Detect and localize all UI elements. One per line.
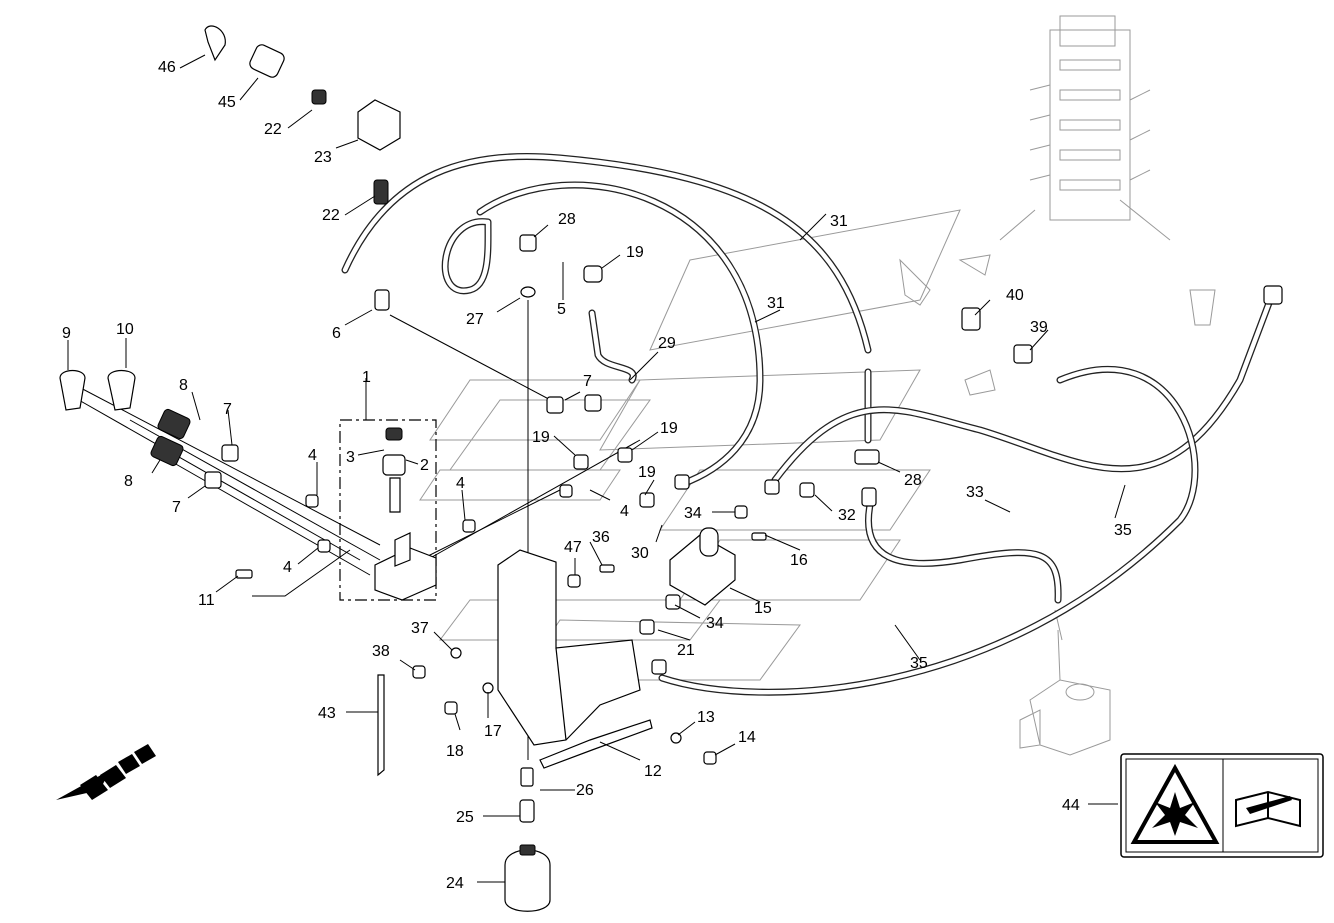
callout-label: 35 [910,655,928,672]
callout-label: 4 [283,559,292,576]
callout-label: 24 [446,875,464,892]
callout-label: 12 [644,763,662,780]
hoses [341,152,1276,696]
callout-label: 28 [558,211,576,228]
callout-label: 32 [838,507,856,524]
callout-label: 2 [420,457,429,474]
callout-label: 6 [332,325,341,342]
callout-label: 8 [179,377,188,394]
callout-label: 28 [904,472,922,489]
callout-label: 36 [592,529,610,546]
callout-label: 19 [626,244,644,261]
callout-label: 27 [466,311,484,328]
callout-label: 15 [754,600,772,617]
callout-label: 7 [223,401,232,418]
solenoid-valve-block [374,427,437,601]
callout-label: 5 [557,301,566,318]
callout-label: 7 [172,499,181,516]
callout-label: 45 [218,94,236,111]
callout-label: 19 [532,429,550,446]
callout-labels: 1 2 3 4 4 4 4 5 6 7 7 7 8 8 9 10 11 12 1… [62,59,1132,892]
callout-label: 31 [830,213,848,230]
callout-label: 4 [308,447,317,464]
callout-label: 4 [620,503,629,520]
callout-label: 16 [790,552,808,569]
callout-label: 18 [446,743,464,760]
control-valve-bank [899,15,1216,396]
callout-label: 34 [706,615,724,632]
callout-label: 26 [576,782,594,799]
callout-label: 38 [372,643,390,660]
callout-label: 29 [658,335,676,352]
rod [377,674,385,777]
callout-label: 34 [684,505,702,522]
callout-label: 13 [697,709,715,726]
callout-label: 10 [116,321,134,338]
warning-decal [1120,753,1324,858]
callout-label: 11 [198,592,215,609]
callout-label: 31 [767,295,785,312]
callout-label: 25 [456,809,474,826]
callout-label: 3 [346,449,355,466]
callout-label: 44 [1062,797,1080,814]
callout-label: 1 [362,369,371,386]
callout-label: 22 [322,207,340,224]
callout-label: 40 [1006,287,1024,304]
callout-label: 14 [738,729,756,746]
manual-book-icon [1235,790,1301,828]
forward-arrow-icon [56,744,156,800]
callout-label: 4 [456,475,465,492]
callout-label: 46 [158,59,176,76]
callout-label: 21 [677,642,695,659]
callout-label: 19 [638,464,656,481]
mounting-bracket [497,549,653,769]
callout-label: 22 [264,121,282,138]
callout-label: 17 [484,723,502,740]
callout-label: 35 [1114,522,1132,539]
leader-lines [67,54,1126,883]
callout-label: 23 [314,149,332,166]
valve-module-outline [339,419,437,601]
callout-label: 43 [318,705,336,722]
callout-label: 8 [124,473,133,490]
callout-label: 33 [966,484,984,501]
callout-label: 19 [660,420,678,437]
callout-label: 30 [631,545,649,562]
hydraulic-pump [1019,609,1111,756]
callout-label: 9 [62,325,71,342]
callout-label: 39 [1030,319,1048,336]
callout-label: 37 [411,620,429,637]
fittings [59,25,1283,765]
callout-label: 47 [564,539,582,556]
callout-label: 7 [583,373,592,390]
explosion-warning-icon [1130,763,1220,844]
accumulator [504,767,551,912]
manifold-block [669,527,736,606]
